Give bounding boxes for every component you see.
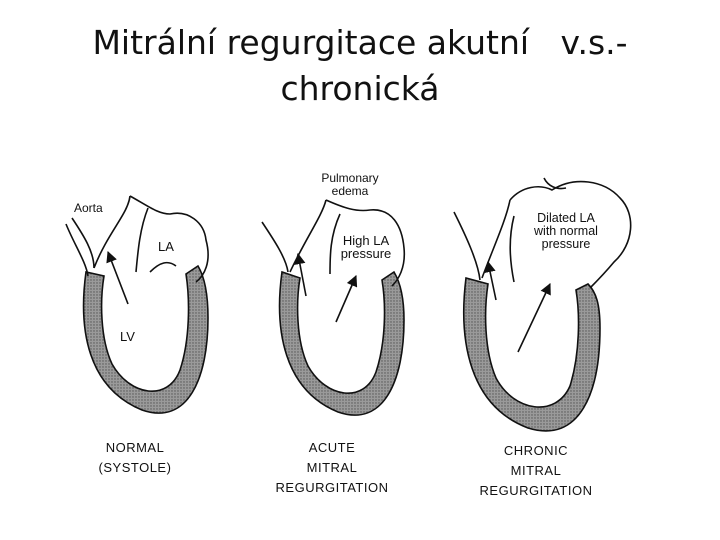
title-line-2: chronická	[280, 69, 440, 108]
label-dilated-line-2: with normal	[534, 224, 598, 238]
flow-arrow-acute-ao	[294, 252, 307, 297]
heart-normal	[65, 195, 209, 414]
label-pulmonary-edema: Pulmonary edema	[312, 172, 388, 198]
label-high-la-line-2: pressure	[340, 246, 392, 261]
dilated-la-outline-chronic	[509, 180, 632, 289]
label-dilated-la: Dilated LA with normal pressure	[528, 212, 604, 251]
flow-arrow-acute-la	[335, 274, 358, 323]
label-pulmonary-line-1: Pulmonary	[321, 171, 379, 185]
lv-wall-normal	[82, 264, 209, 414]
label-dilated-line-1: Dilated LA	[537, 211, 595, 225]
la-outline-acute	[325, 199, 406, 287]
slide-title: Mitrální regurgitace akutní v.s.- chroni…	[60, 20, 660, 112]
flow-arrow-normal	[106, 250, 129, 305]
la-outline-normal	[129, 195, 209, 283]
aorta-outline-normal	[71, 217, 95, 269]
lv-wall-acute	[278, 270, 405, 416]
label-high-la-pressure: High LA pressure	[332, 234, 400, 260]
caption-acute: ACUTE MITRAL REGURGITATION	[270, 438, 394, 498]
label-dilated-line-3: pressure	[541, 237, 591, 251]
label-aorta: Aorta	[74, 201, 103, 215]
flow-arrow-chronic-la	[517, 282, 551, 353]
caption-normal-line-2: (SYSTOLE)	[98, 460, 172, 475]
flow-arrow-chronic-ao	[484, 260, 497, 301]
caption-acute-line-3: REGURGITATION	[275, 480, 389, 495]
caption-chronic: CHRONIC MITRAL REGURGITATION	[474, 441, 598, 501]
aorta-outline-chronic	[453, 211, 481, 281]
caption-normal: NORMAL (SYSTOLE)	[90, 438, 180, 478]
caption-chronic-line-1: CHRONIC	[503, 443, 569, 458]
label-high-la-line-1: High LA	[342, 233, 390, 248]
heart-acute	[261, 199, 406, 416]
caption-acute-line-2: MITRAL	[306, 460, 358, 475]
caption-chronic-line-3: REGURGITATION	[479, 483, 593, 498]
caption-normal-line-1: NORMAL	[105, 440, 165, 455]
label-pulmonary-line-2: edema	[331, 184, 369, 198]
title-line-1: Mitrální regurgitace akutní v.s.-	[92, 23, 628, 62]
label-lv: LV	[120, 329, 135, 344]
caption-acute-line-1: ACUTE	[308, 440, 356, 455]
lv-wall-chronic	[463, 276, 601, 432]
caption-chronic-line-2: MITRAL	[510, 463, 562, 478]
aorta-outline-acute	[261, 221, 289, 273]
heart-chronic	[453, 177, 632, 432]
label-la: LA	[158, 239, 174, 254]
